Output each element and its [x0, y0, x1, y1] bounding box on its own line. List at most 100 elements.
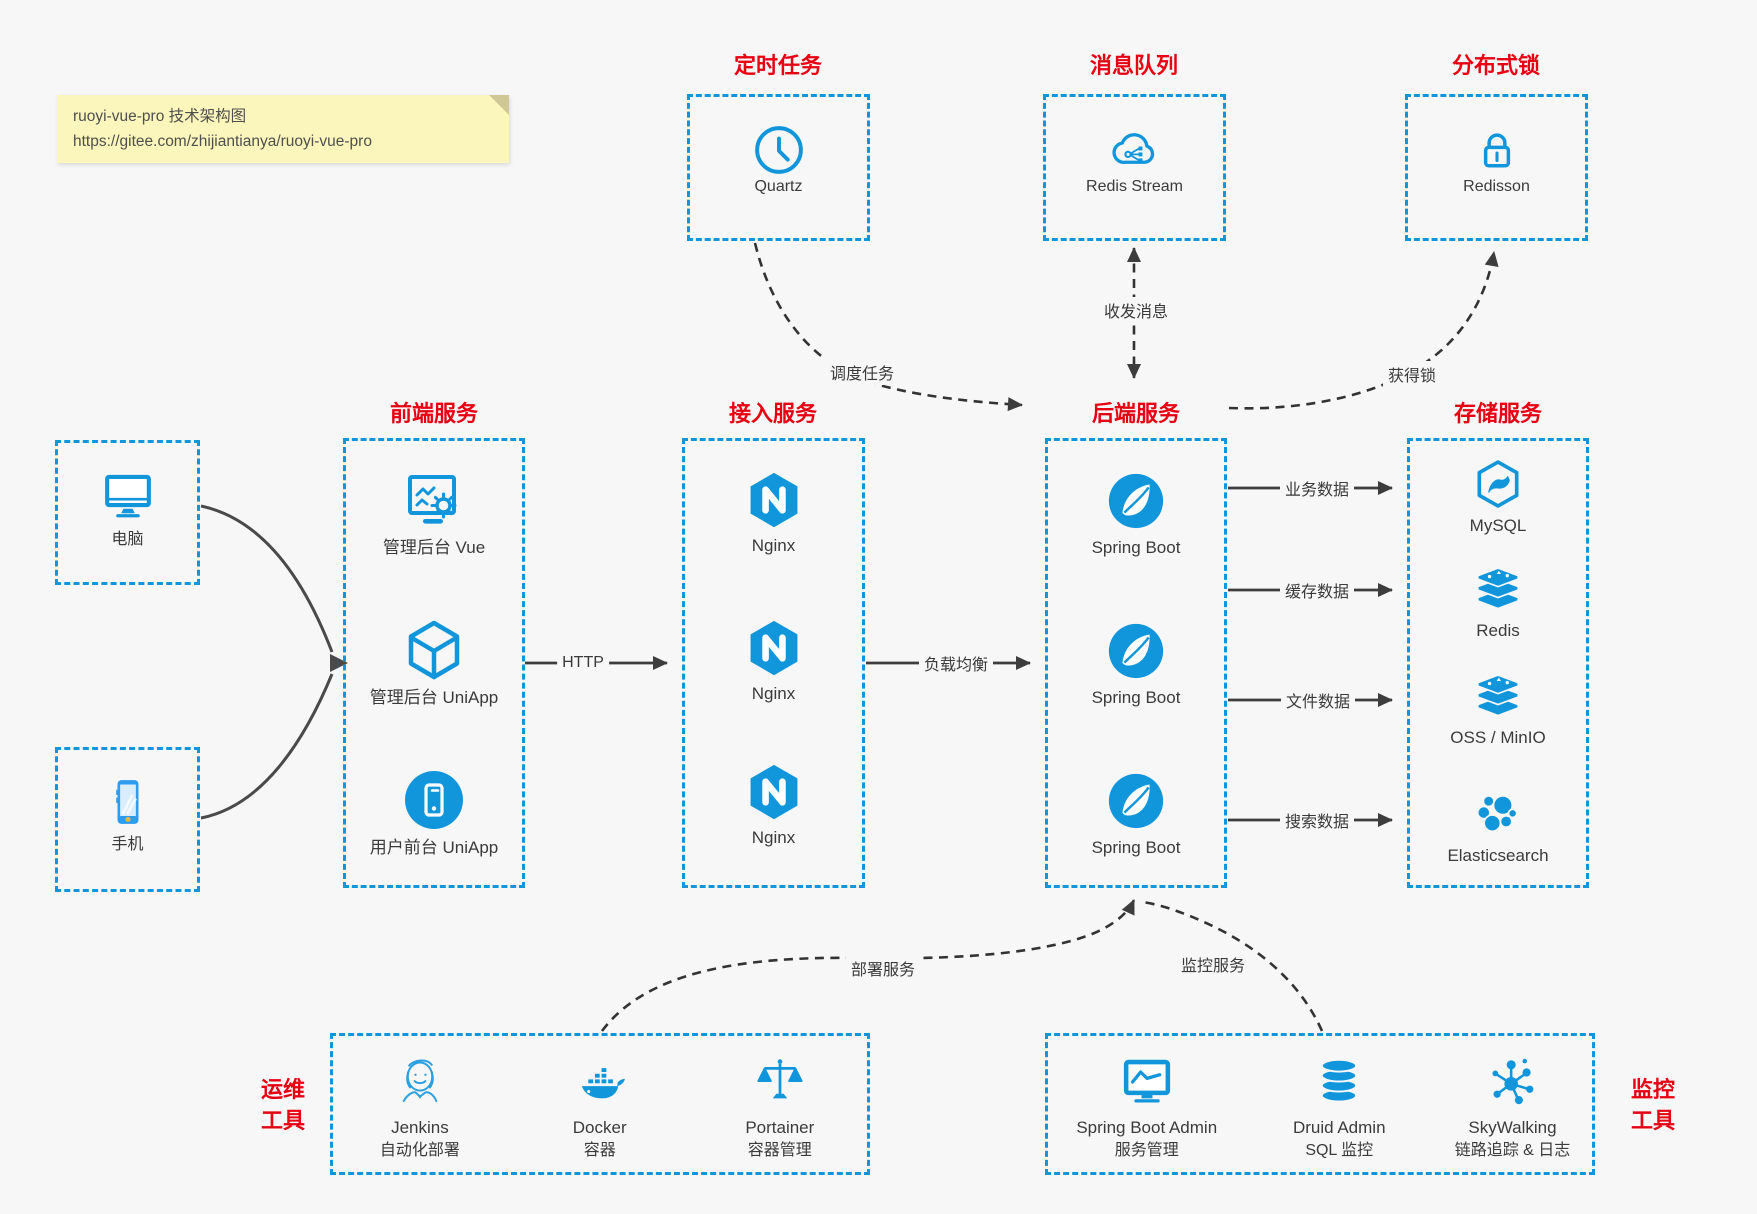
edge-label-file-data: 文件数据: [1280, 687, 1356, 713]
title-frontend: 前端服务: [389, 401, 479, 426]
spring-boot-label: Spring Boot: [1091, 688, 1181, 707]
elasticsearch-icon: [1476, 795, 1518, 833]
node-nginx-3: Nginx: [682, 762, 865, 849]
admin-vue-icon: [408, 475, 457, 524]
storage-box: [1407, 438, 1589, 888]
node-nginx-1: Nginx: [682, 470, 865, 557]
ops-title-line1: 运维: [260, 1077, 305, 1102]
node-admin-vue: 管理后台 Vue: [343, 468, 525, 559]
monitor-title-line2: 工具: [1630, 1108, 1675, 1133]
portainer-name: Portainer: [745, 1118, 815, 1137]
tool-portainer: Portainer 容器管理: [690, 1033, 870, 1175]
quartz-label: Quartz: [754, 178, 803, 195]
mysql-label: MySQL: [1469, 516, 1527, 535]
docker-desc: 容器: [583, 1142, 616, 1159]
phone-label: 手机: [111, 836, 144, 853]
nginx-label: Nginx: [751, 536, 796, 555]
edge-label-search-data: 搜索数据: [1279, 807, 1355, 833]
docker-icon: [581, 1067, 625, 1099]
title-distributed-lock: 分布式锁: [1451, 53, 1541, 78]
node-elasticsearch: Elasticsearch: [1407, 790, 1589, 867]
spring-boot-icon: [1108, 773, 1164, 829]
edge-label-business-data: 业务数据: [1279, 475, 1355, 501]
node-spring-boot-3: Spring Boot: [1045, 770, 1227, 859]
clock-icon: [754, 126, 803, 174]
title-backend: 后端服务: [1091, 401, 1181, 426]
edge-acquire-lock: [1228, 251, 1499, 410]
merge-arrowhead: [330, 654, 348, 672]
note-url[interactable]: https://gitee.com/zhijiantianya/ruoyi-vu…: [73, 133, 372, 150]
jenkins-icon: [402, 1059, 438, 1103]
edge-monitor-service: [1141, 900, 1324, 1032]
nginx-icon: [750, 620, 797, 676]
tool-jenkins: Jenkins 自动化部署: [330, 1033, 510, 1175]
uniapp-cube-icon: [408, 620, 460, 680]
lock-icon: [1483, 133, 1510, 168]
spring-boot-icon: [1108, 473, 1164, 529]
mysql-icon: [1477, 460, 1519, 508]
spring-boot-admin-name: Spring Boot Admin: [1076, 1118, 1218, 1137]
ops-tools-title: 运维 工具: [238, 1074, 328, 1136]
node-spring-boot-1: Spring Boot: [1045, 470, 1227, 559]
edge-label-monitor: 监控服务: [1175, 951, 1251, 977]
title-gateway: 接入服务: [728, 401, 818, 426]
edge-label-messaging: 收发消息: [1098, 297, 1174, 323]
tool-spring-boot-admin: Spring Boot Admin 服务管理: [1045, 1033, 1249, 1175]
druid-icon: [1321, 1058, 1358, 1103]
nginx-label: Nginx: [751, 828, 796, 847]
jenkins-name: Jenkins: [391, 1118, 449, 1137]
oss-minio-label: OSS / MinIO: [1450, 728, 1546, 747]
phone-client-box: 手机: [55, 747, 200, 892]
skywalking-desc: 链路追踪 & 日志: [1454, 1142, 1571, 1159]
edge-label-deploy: 部署服务: [845, 955, 921, 981]
jenkins-desc: 自动化部署: [379, 1142, 460, 1159]
pc-client-box: 电脑: [55, 440, 200, 585]
node-spring-boot-2: Spring Boot: [1045, 620, 1227, 709]
skywalking-name: SkyWalking: [1468, 1118, 1557, 1137]
node-nginx-2: Nginx: [682, 618, 865, 705]
nginx-icon: [750, 764, 797, 820]
node-oss-minio: OSS / MinIO: [1407, 672, 1589, 749]
frontend-box: [343, 438, 525, 888]
monitor-title-line1: 监控: [1630, 1077, 1675, 1102]
note-fold-corner: [489, 95, 509, 115]
nginx-label: Nginx: [751, 684, 796, 703]
user-uniapp-icon: [405, 771, 463, 829]
tool-docker: Docker 容器: [510, 1033, 690, 1175]
pc-label: 电脑: [111, 531, 144, 548]
edge-label-lock: 获得锁: [1382, 361, 1442, 387]
oss-minio-icon: [1476, 674, 1520, 717]
gateway-box: [682, 438, 865, 888]
node-redis: Redis: [1407, 565, 1589, 642]
title-storage: 存储服务: [1453, 401, 1543, 426]
cloud-stream-icon: [1111, 133, 1154, 164]
admin-uniapp-label: 管理后台 UniApp: [369, 688, 499, 707]
spring-boot-icon: [1108, 623, 1164, 679]
docker-name: Docker: [572, 1118, 627, 1137]
edge-label-schedule: 调度任务: [824, 359, 900, 385]
note-title: ruoyi-vue-pro 技术架构图: [73, 108, 247, 125]
elasticsearch-label: Elasticsearch: [1447, 846, 1549, 865]
redis-icon: [1476, 567, 1520, 610]
druid-admin-desc: SQL 监控: [1305, 1142, 1374, 1159]
quartz-box: Quartz: [687, 94, 870, 241]
ops-tools-box: [330, 1033, 870, 1175]
edge-deploy-service: [600, 899, 1136, 1032]
redis-stream-box: Redis Stream: [1043, 94, 1226, 241]
druid-admin-name: Druid Admin: [1292, 1118, 1386, 1137]
redis-label: Redis: [1476, 621, 1520, 640]
redisson-label: Redisson: [1463, 178, 1530, 195]
edge-label-load-balance: 负载均衡: [918, 650, 994, 676]
edge-phone-to-frontend: [200, 673, 334, 820]
backend-box: [1045, 438, 1227, 888]
monitor-tools-row: Spring Boot Admin 服务管理 Druid Admin SQL 监…: [1045, 1033, 1595, 1175]
admin-vue-label: 管理后台 Vue: [382, 538, 486, 557]
title-message-queue: 消息队列: [1089, 53, 1179, 78]
portainer-desc: 容器管理: [747, 1142, 812, 1159]
redisson-box: Redisson: [1405, 94, 1588, 241]
edge-label-cache-data: 缓存数据: [1279, 577, 1355, 603]
smartphone-icon: [115, 780, 138, 824]
tool-skywalking: SkyWalking 链路追踪 & 日志: [1430, 1033, 1595, 1175]
tool-druid-admin: Druid Admin SQL 监控: [1249, 1033, 1431, 1175]
